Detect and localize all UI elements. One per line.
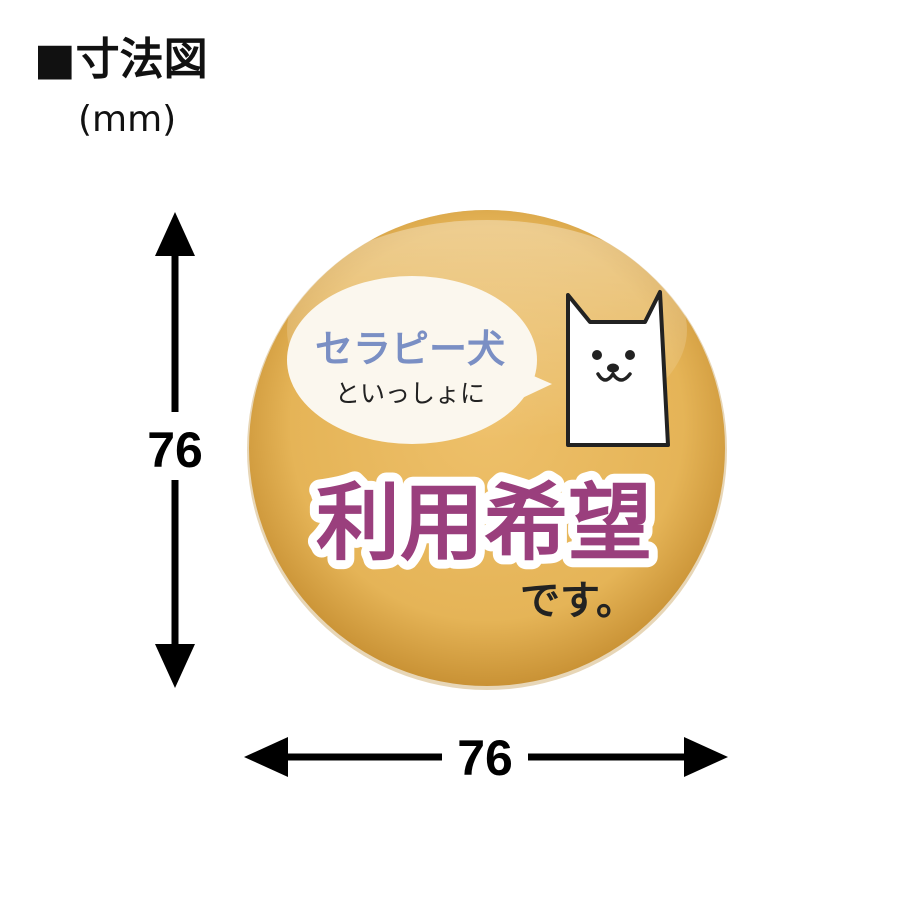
bubble-line1: セラピー犬 — [315, 327, 505, 371]
width-dimension-label: 76 — [457, 730, 513, 786]
bubble-line2: といっしょに — [335, 379, 485, 408]
badge-sub-text: です。 — [520, 578, 636, 624]
vertical-dimension-arrow — [155, 212, 195, 688]
unit-label: (mm) — [78, 99, 177, 140]
height-dimension-label: 76 — [147, 422, 203, 478]
badge-main-text-outline: 利用希望 — [316, 474, 652, 572]
speech-bubble — [287, 276, 552, 444]
horizontal-dimension-arrow — [244, 737, 728, 777]
dog-illustration — [566, 290, 670, 447]
badge — [247, 210, 727, 690]
badge-main-text: 利用希望 — [316, 474, 652, 572]
page-title: ■寸法図 — [34, 34, 208, 85]
